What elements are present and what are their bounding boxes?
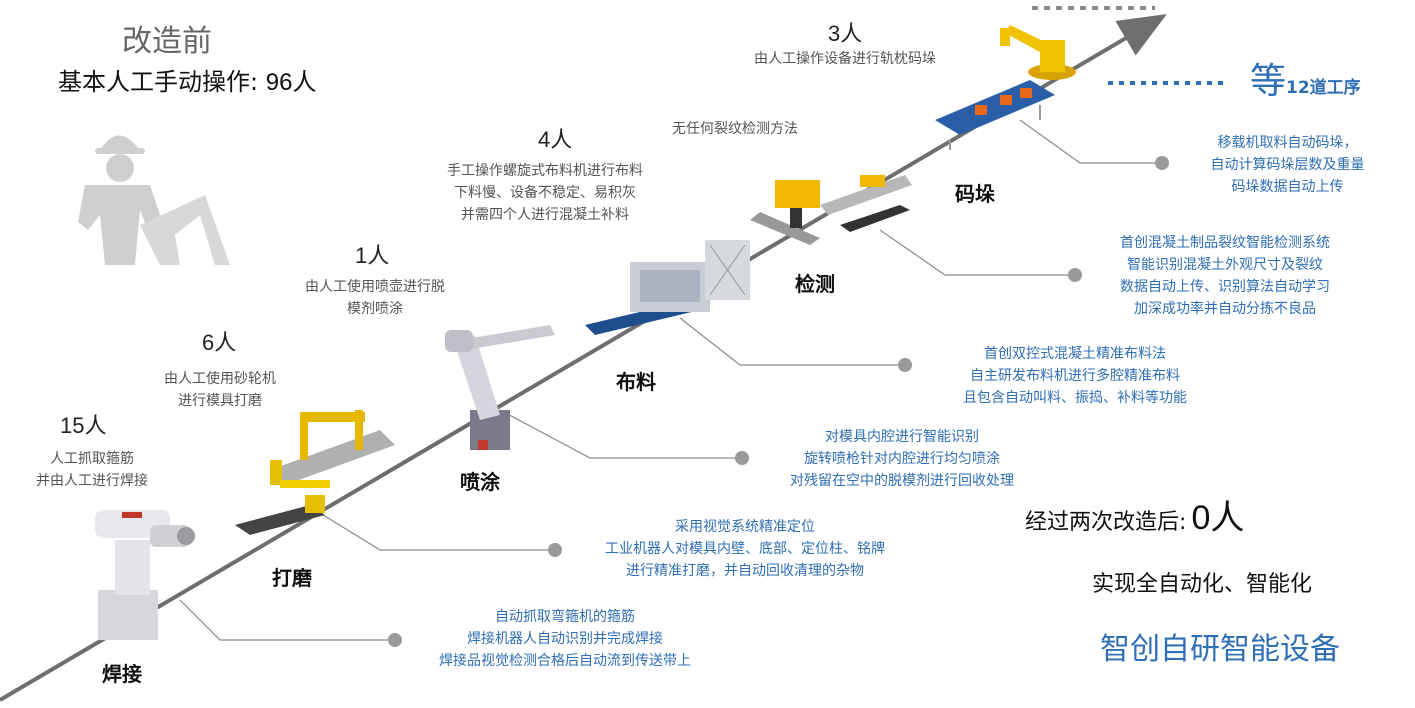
connector-weld	[179, 599, 395, 641]
desc-line: 自主研发布料机进行多腔精准布料	[970, 368, 1180, 384]
desc-line: 手工操作螺旋式布料机进行布料	[447, 163, 643, 179]
desc-line: 焊接机器人自动识别并完成焊接	[467, 631, 663, 647]
connector-cloth	[679, 317, 905, 366]
desc-line: 并由人工进行焊接	[36, 473, 148, 489]
desc-line: 自动计算码垛层数及重量	[1210, 157, 1365, 173]
grinding-line-illustration	[235, 410, 395, 535]
stage-cloth-auto-desc: 首创双控式混凝土精准布料法 自主研发布料机进行多腔精准布料 且包含自动叫料、振捣…	[915, 343, 1235, 409]
stage-weld-count: 15人	[60, 413, 107, 438]
stage-grind-auto-desc: 采用视觉系统精准定位 工业机器人对模具内壁、底部、定位柱、铭牌 进行精准打磨，并…	[565, 516, 925, 582]
desc-line: 焊接品视觉检测合格后自动流到传送带上	[439, 653, 691, 669]
after-count: 0人	[1191, 499, 1245, 537]
stage-detect-manual-desc: 无任何裂纹检测方法	[640, 118, 830, 140]
stage-cloth-count: 4人	[538, 127, 573, 152]
desc-line: 且包含自动叫料、振捣、补料等功能	[963, 390, 1187, 406]
desc-line: 人工抓取箍筋	[50, 451, 134, 467]
connector-dot-spray	[735, 451, 749, 465]
more-prefix: 等	[1250, 61, 1287, 102]
stage-grind-name: 打磨	[272, 566, 312, 590]
more-suffix: 12道工序	[1286, 78, 1361, 98]
desc-line: 工业机器人对模具内壁、底部、定位柱、铭牌	[605, 541, 885, 557]
stage-weld-name: 焊接	[102, 662, 142, 686]
connector-grind	[314, 509, 555, 551]
stacking-robot-illustration	[1000, 25, 1076, 80]
desc-line: 对残留在空中的脱模剂进行回收处理	[790, 473, 1014, 489]
desc-line: 智能识别混凝土外观尺寸及裂纹	[1127, 257, 1323, 273]
connector-dot-detect	[1068, 268, 1082, 282]
stage-spray-name: 喷涂	[460, 470, 500, 494]
desc-line: 首创混凝土制品裂纹智能检测系统	[1120, 235, 1330, 251]
desc-line: 由人工使用喷壶进行脱	[305, 279, 445, 295]
stage-detect-auto-desc: 首创混凝土制品裂纹智能检测系统 智能识别混凝土外观尺寸及裂纹 数据自动上传、识别…	[1080, 232, 1370, 320]
desc-line: 进行模具打磨	[178, 393, 262, 409]
stage-spray-count: 1人	[355, 243, 390, 268]
more-processes: 等12道工序	[1250, 52, 1361, 104]
connector-dot-stack	[1155, 156, 1169, 170]
after-line3: 智创自研智能设备	[1100, 632, 1340, 667]
stacking-line-illustration	[935, 80, 1055, 150]
detection-line-illustration	[750, 175, 912, 245]
spray-robot-illustration	[445, 325, 555, 450]
cloth-machine-illustration	[585, 240, 750, 335]
desc-line: 下料慢、设备不稳定、易积灰	[454, 185, 636, 201]
desc-line: 采用视觉系统精准定位	[675, 519, 815, 535]
desc-line: 旋转喷枪针对内腔进行均匀喷涂	[804, 451, 1000, 467]
desc-line: 加深成功率并自动分拣不良品	[1134, 301, 1316, 317]
stage-stack-count: 3人	[828, 21, 863, 46]
desc-line: 并需四个人进行混凝土补料	[461, 207, 629, 223]
desc-line: 模剂喷涂	[347, 301, 403, 317]
after-prefix: 经过两次改造后:	[1025, 510, 1187, 535]
before-title: 改造前	[122, 24, 212, 59]
desc-line: 对模具内腔进行智能识别	[825, 429, 979, 445]
desc-line: 无任何裂纹检测方法	[672, 121, 798, 137]
stage-stack-manual-desc: 由人工操作设备进行轨枕码垛	[720, 48, 970, 70]
connector-dot-grind	[548, 543, 562, 557]
desc-line: 移载机取料自动码垛，	[1217, 135, 1358, 151]
stage-stack-auto-desc: 移载机取料自动码垛， 自动计算码垛层数及重量 码垛数据自动上传	[1180, 132, 1395, 198]
desc-line: 首创双控式混凝土精准布料法	[984, 346, 1166, 362]
desc-line: 由人工操作设备进行轨枕码垛	[754, 51, 936, 67]
stage-stack-name: 码垛	[955, 182, 995, 206]
welding-robot-illustration	[95, 510, 195, 640]
desc-line: 由人工使用砂轮机	[164, 371, 276, 387]
stage-detect-name: 检测	[795, 272, 835, 296]
after-summary: 经过两次改造后: 0人	[1025, 490, 1244, 539]
stage-spray-auto-desc: 对模具内腔进行智能识别 旋转喷枪针对内腔进行均匀喷涂 对残留在空中的脱模剂进行回…	[752, 426, 1052, 492]
connector-stack	[1019, 119, 1162, 164]
after-line2: 实现全自动化、智能化	[1092, 572, 1313, 597]
connector-dot-weld	[388, 633, 402, 647]
connector-detect	[879, 229, 1075, 276]
stage-cloth-manual-desc: 手工操作螺旋式布料机进行布料 下料慢、设备不稳定、易积灰 并需四个人进行混凝土补…	[410, 160, 680, 226]
before-subtitle-count: 96人	[265, 69, 317, 96]
stage-grind-manual-desc: 由人工使用砂轮机 进行模具打磨	[130, 368, 310, 412]
stage-spray-manual-desc: 由人工使用喷壶进行脱 模剂喷涂	[275, 276, 475, 320]
desc-line: 码垛数据自动上传	[1231, 179, 1344, 195]
before-subtitle-prefix: 基本人工手动操作:	[58, 68, 259, 96]
stage-weld-auto-desc: 自动抓取弯箍机的箍筋 焊接机器人自动识别并完成焊接 焊接品视觉检测合格后自动流到…	[405, 606, 725, 672]
stage-cloth-name: 布料	[616, 370, 656, 394]
worker-icon	[78, 135, 230, 265]
stage-weld-manual-desc: 人工抓取箍筋 并由人工进行焊接	[12, 448, 172, 492]
before-subtitle: 基本人工手动操作: 96人	[58, 62, 316, 97]
desc-line: 自动抓取弯箍机的箍筋	[495, 609, 635, 625]
desc-line: 进行精准打磨，并自动回收清理的杂物	[626, 563, 864, 579]
connector-spray	[499, 409, 742, 459]
desc-line: 数据自动上传、识别算法自动学习	[1120, 279, 1330, 295]
connector-dot-cloth	[898, 358, 912, 372]
stage-grind-count: 6人	[202, 330, 237, 355]
